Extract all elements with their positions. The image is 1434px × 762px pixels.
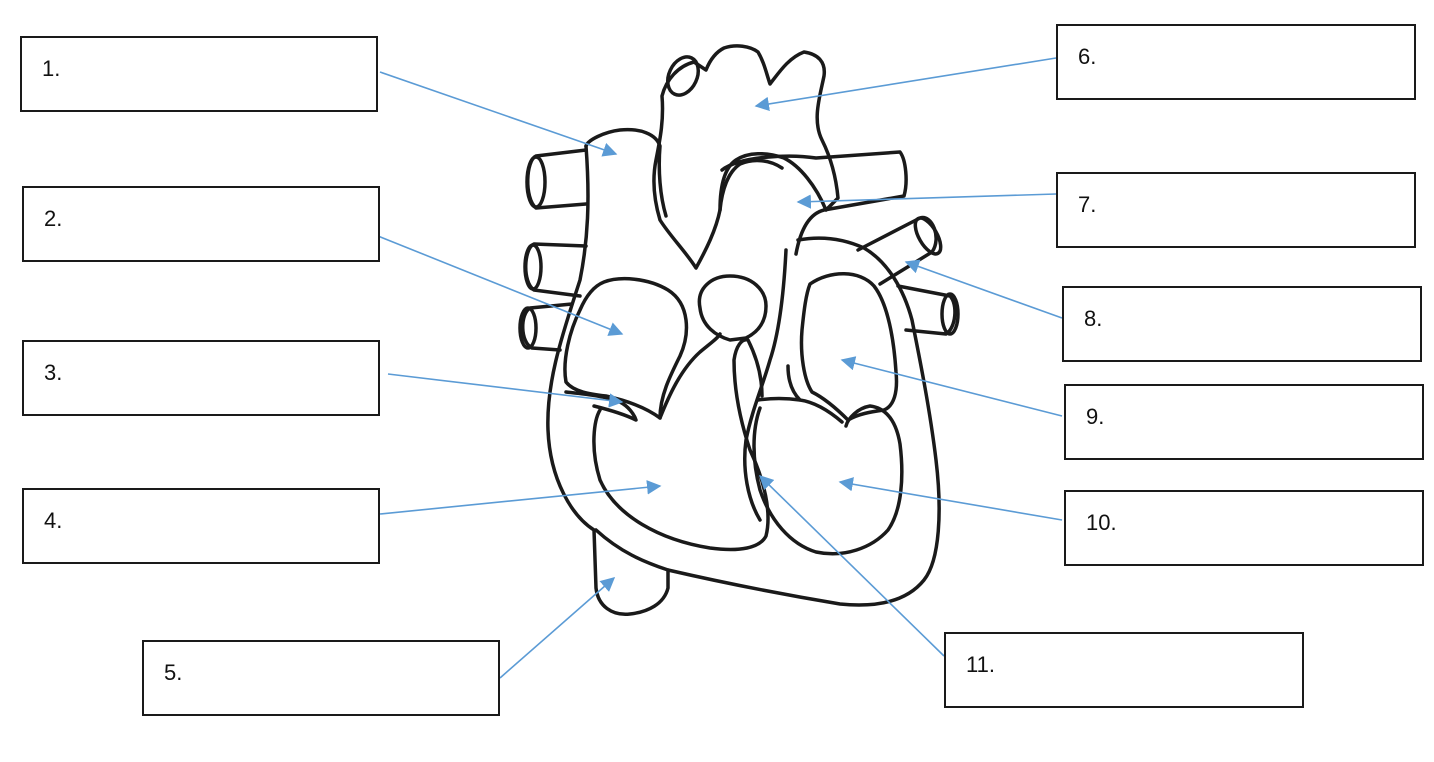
- leader-lines: [377, 57, 1063, 679]
- label-number-3: 3.: [44, 360, 63, 385]
- aortic-arch-inner: [718, 158, 784, 212]
- leader-line-10: [838, 477, 1063, 521]
- tricuspid-valve: [564, 390, 638, 422]
- inferior-vena-cava-inner: [594, 528, 670, 572]
- vessel-right-upper-opening: [525, 155, 547, 209]
- label-number-6: 6.: [1078, 44, 1097, 69]
- vessel-left-lower: [896, 284, 957, 336]
- label-number-5: 5.: [164, 660, 183, 685]
- leader-line-11: [758, 474, 945, 657]
- label-number-9: 9.: [1086, 404, 1105, 429]
- label-number-8: 8.: [1084, 306, 1103, 331]
- label-number-2: 2.: [44, 206, 63, 231]
- heart-outer-wall: [546, 144, 941, 616]
- leader-line-7: [796, 193, 1057, 209]
- label-box-11[interactable]: 11.: [944, 632, 1304, 708]
- pulmonary-valve: [697, 274, 768, 342]
- label-number-10: 10.: [1086, 510, 1117, 535]
- right-ventricle-chamber: [592, 337, 770, 552]
- leader-line-4: [379, 480, 662, 515]
- heart-drawing: [518, 44, 960, 616]
- label-box-9[interactable]: 9.: [1064, 384, 1424, 460]
- leader-line-8: [904, 259, 1063, 319]
- label-box-8[interactable]: 8.: [1062, 286, 1422, 362]
- left-ventricle-chamber: [752, 404, 904, 556]
- label-number-7: 7.: [1078, 192, 1097, 217]
- label-box-6[interactable]: 6.: [1056, 24, 1416, 100]
- pulmonary-trunk: [720, 150, 908, 256]
- label-box-5[interactable]: 5.: [142, 640, 500, 716]
- mitral-valve: [756, 364, 844, 424]
- right-ventricle-inner-left: [658, 332, 722, 420]
- leader-line-3: [387, 373, 624, 408]
- label-box-2[interactable]: 2.: [22, 186, 380, 262]
- vessel-left-upper-opening: [913, 216, 943, 256]
- label-box-10[interactable]: 10.: [1064, 490, 1424, 566]
- label-box-1[interactable]: 1.: [20, 36, 378, 112]
- label-number-1: 1.: [42, 56, 61, 81]
- aortic-arch-outline: [652, 44, 840, 270]
- vessel-right-lower-opening: [518, 306, 538, 350]
- right-atrium-chamber: [563, 276, 689, 420]
- leader-line-5: [499, 577, 616, 679]
- label-box-7[interactable]: 7.: [1056, 172, 1416, 248]
- label-number-4: 4.: [44, 508, 63, 533]
- label-box-3[interactable]: 3.: [22, 340, 380, 416]
- leader-line-1: [379, 71, 618, 157]
- aortic-branch-left-opening: [666, 55, 700, 97]
- label-number-11: 11.: [966, 652, 995, 677]
- vessel-left-lower-opening: [940, 292, 960, 336]
- leader-line-6: [754, 57, 1057, 112]
- left-atrium-chamber: [799, 272, 899, 422]
- leader-line-2: [377, 235, 624, 336]
- label-box-4[interactable]: 4.: [22, 488, 380, 564]
- vessel-right-middle-opening: [523, 243, 543, 291]
- leader-line-9: [840, 356, 1063, 417]
- superior-vena-cava: [584, 127, 668, 218]
- interventricular-septum: [743, 248, 788, 522]
